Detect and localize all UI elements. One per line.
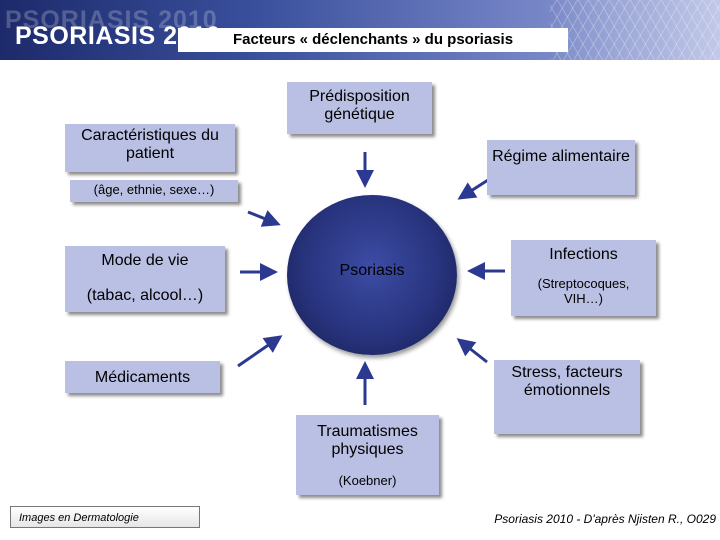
arrow-from-stress: [456, 338, 488, 364]
footer-source-left: Images en Dermatologie: [10, 506, 200, 528]
infections-box: [511, 240, 656, 316]
trauma-detail-label: (Koebner): [338, 473, 397, 488]
arrow-from-patient: [247, 210, 281, 227]
infections-detail-label: (Streptocoques, VIH…): [537, 276, 630, 306]
patient-detail-box: [70, 180, 238, 202]
header-banner: PSORIASIS 2010 PSORIASIS 2010 Facteurs «…: [0, 0, 720, 60]
lifestyle-box: [65, 246, 225, 312]
drugs-box: [65, 361, 220, 393]
patient-detail-label: (âge, ethnie, sexe…): [93, 182, 215, 197]
footer-citation: Psoriasis 2010 - D'après Njisten R., O02…: [494, 512, 716, 526]
eiffel-tower-image: [550, 0, 720, 60]
diet-box: [487, 140, 635, 195]
stress-box: [494, 360, 640, 434]
slide-title: Facteurs « déclenchants » du psoriasis: [178, 28, 568, 52]
genetic-box: [287, 82, 432, 134]
stress-label: Stress, facteurs émotionnels: [511, 364, 623, 400]
drugs-label: Médicaments: [94, 369, 191, 386]
diet-label: Régime alimentaire: [492, 148, 630, 165]
center-ellipse: [287, 195, 457, 355]
patient-box: [65, 124, 235, 172]
patient-label: Caractéristiques du patient: [81, 127, 219, 163]
trauma-label: Traumatismes physiques: [317, 423, 418, 459]
genetic-label: Prédisposition génétique: [309, 88, 410, 124]
lifestyle-detail-label: (tabac, alcool…): [86, 287, 204, 304]
infections-label: Infections: [549, 246, 618, 263]
arrow-from-drugs: [237, 335, 283, 368]
center-label: Psoriasis: [339, 262, 405, 279]
trauma-box: [296, 415, 439, 495]
arrow-from-diet: [457, 178, 489, 200]
lifestyle-label: Mode de vie: [101, 252, 189, 269]
